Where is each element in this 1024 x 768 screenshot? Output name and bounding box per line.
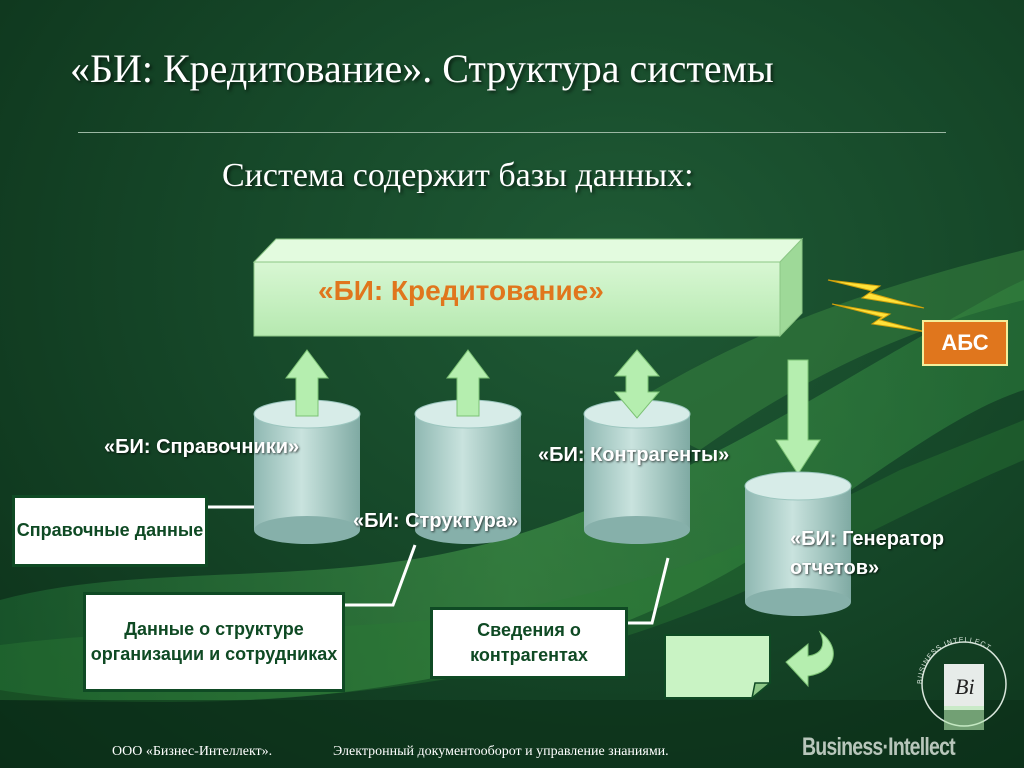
arrow-bidirectional-icon xyxy=(613,349,661,419)
connector-line xyxy=(627,557,670,625)
abs-system-box: АБС xyxy=(922,320,1008,366)
database-label-kontragenty: «БИ: Контрагенты» xyxy=(538,444,730,466)
curved-arrow-icon xyxy=(785,630,834,688)
arrow-up-icon xyxy=(285,349,329,417)
database-cylinder-spravochniki xyxy=(253,399,361,544)
title-divider xyxy=(78,132,946,133)
database-label-struktura: «БИ: Структура» xyxy=(353,510,519,532)
note-text: Данные о структуре организации и сотрудн… xyxy=(90,618,338,664)
footer-brand: Business·Intellect xyxy=(802,733,956,761)
connector-line xyxy=(344,544,417,607)
footer-tagline: Электронный документооборот и управление… xyxy=(333,744,669,759)
database-label-generator: «БИ: Генератор отчетов» xyxy=(790,528,945,579)
database-label-spravochniki: «БИ: Справочники» xyxy=(104,436,300,458)
arrow-up-icon xyxy=(446,349,490,417)
background-ribbon-2 xyxy=(620,250,1024,450)
note-org-structure: Данные о структуре организации и сотрудн… xyxy=(83,592,345,692)
database-cylinder-generator xyxy=(744,471,852,616)
page-subtitle: Система содержит базы данных: xyxy=(222,157,694,194)
report-document-icon xyxy=(664,634,773,700)
note-text: Справочные данные xyxy=(16,520,204,541)
footer-company: ООО «Бизнес-Интеллект». xyxy=(112,744,273,759)
abs-label: АБС xyxy=(941,330,989,355)
note-reference-data: Справочные данные xyxy=(12,495,208,567)
arrow-down-icon xyxy=(775,359,821,475)
footer-band xyxy=(0,700,1024,768)
database-cylinder-struktura xyxy=(414,399,522,544)
lightning-icon xyxy=(827,279,925,309)
page-title: «БИ: Кредитование». Структура системы xyxy=(70,46,774,91)
main-block-top xyxy=(252,238,804,263)
database-cylinder-kontragenty xyxy=(583,399,691,544)
note-counterparties: Сведения о контрагентах xyxy=(430,607,628,679)
main-block-front xyxy=(253,261,781,337)
main-block-label: «БИ: Кредитование» xyxy=(318,275,604,306)
note-text: Сведения о контрагентах xyxy=(470,619,588,665)
svg-text:Bi: Bi xyxy=(955,674,975,699)
